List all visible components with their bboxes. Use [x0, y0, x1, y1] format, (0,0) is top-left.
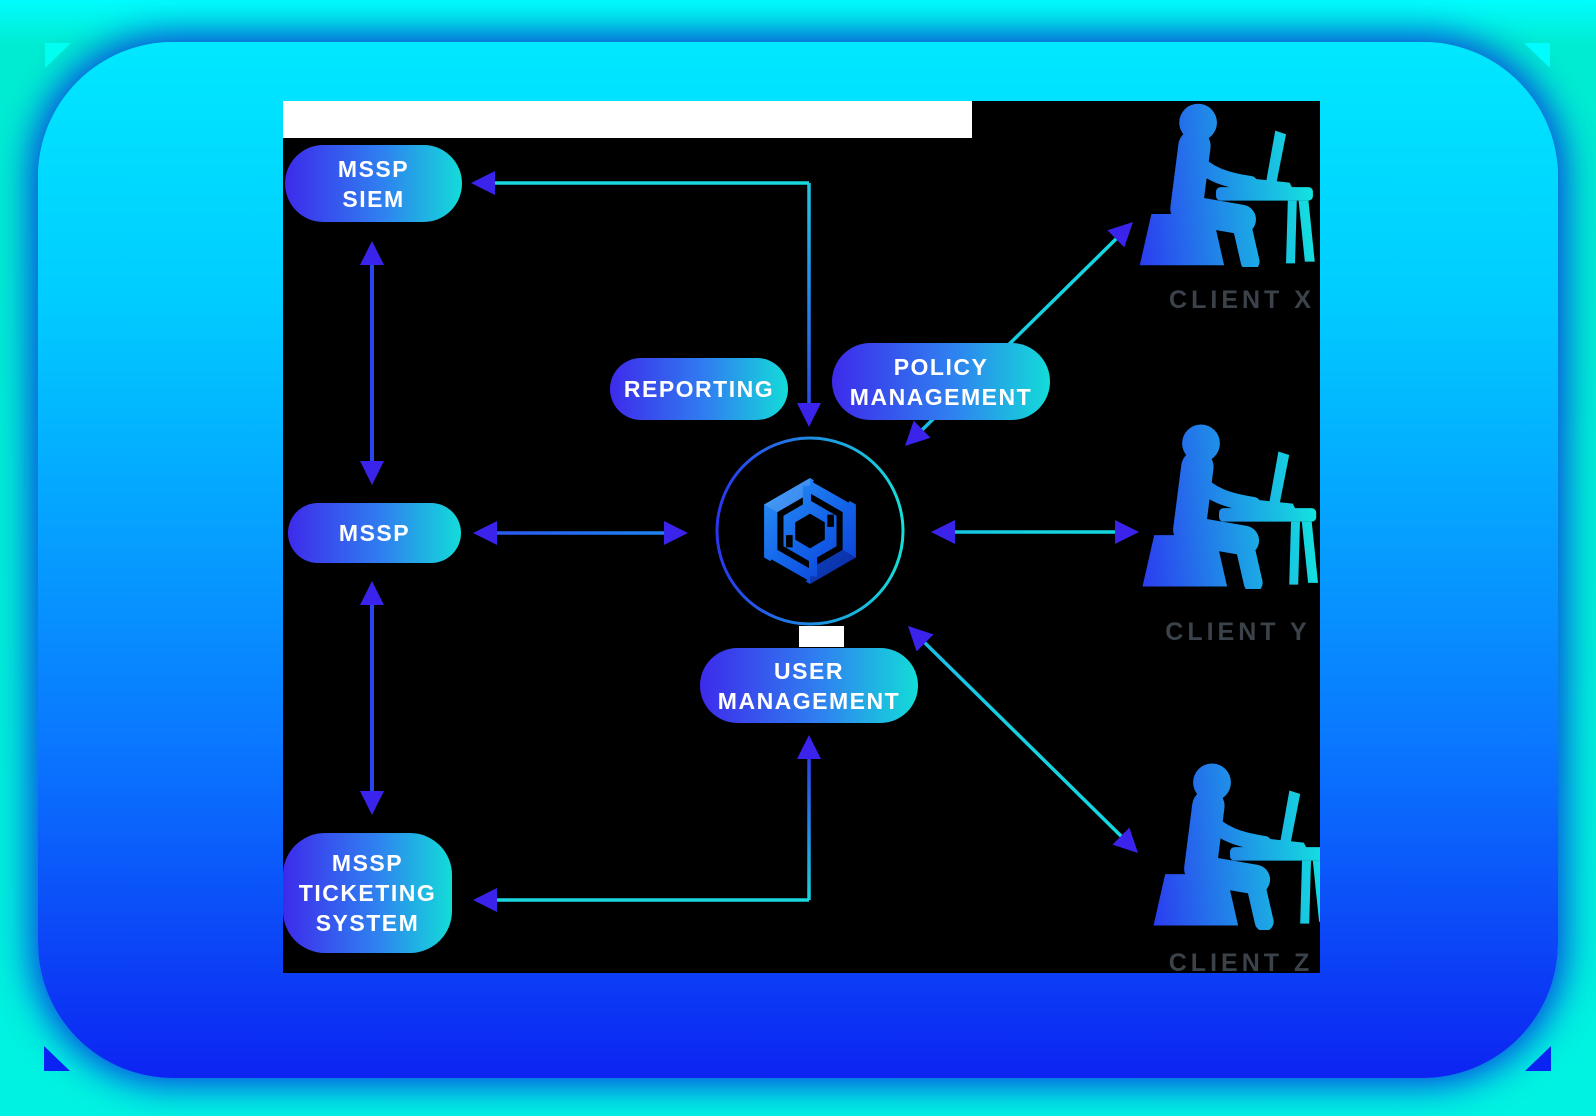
node-user-management: USER MANAGEMENT: [700, 648, 918, 723]
small-white-patch: [799, 626, 844, 647]
arrow-mssp-circle: [473, 521, 688, 545]
node-label-line: MSSP: [331, 850, 404, 876]
node-label-line: USER: [774, 657, 844, 684]
node-label-line: SIEM: [342, 185, 405, 212]
arrow-user-ticketing: [473, 735, 821, 912]
diagram-canvas: MSSP SIEM MSSP MSSP TICKETING SYSTEM REP…: [283, 101, 1320, 973]
node-label-line: TICKETING: [298, 880, 437, 906]
arrow-circle-client-z: [908, 626, 1138, 853]
top-white-bar: [283, 101, 972, 138]
arrow-siem-mssp: [360, 241, 384, 485]
arrow-mssp-ticketing: [360, 581, 384, 815]
hexagon-cube-logo-icon: [764, 477, 856, 585]
node-label-line: SYSTEM: [315, 910, 420, 936]
node-label-line: REPORTING: [623, 376, 775, 402]
node-label-line: MANAGEMENT: [849, 383, 1033, 410]
node-label-line: POLICY: [893, 353, 989, 380]
connector-lines: [360, 171, 1139, 912]
corner-accent-bottom-right: [1525, 1046, 1551, 1071]
arrow-circle-client-y: [931, 520, 1139, 544]
client-z-label: CLIENT Z: [1168, 949, 1314, 973]
node-policy-management: POLICY MANAGEMENT: [832, 343, 1050, 420]
node-mssp: MSSP: [288, 503, 461, 563]
person-at-desk-icon: [1153, 763, 1320, 930]
center-circle-ring: [715, 436, 905, 626]
node-label-line: MANAGEMENT: [717, 687, 901, 714]
client-y-label: CLIENT Y: [1165, 618, 1311, 646]
person-at-desk-icon: [1142, 424, 1318, 589]
corner-accent-bottom-left: [44, 1046, 70, 1071]
node-label-line: MSSP: [338, 520, 411, 546]
node-mssp-siem: MSSP SIEM: [285, 145, 462, 222]
client-x-label: CLIENT X: [1169, 286, 1315, 314]
arrow-circle-siem: [471, 171, 821, 427]
corner-accent-top-right: [1524, 43, 1550, 68]
node-mssp-ticketing-system: MSSP TICKETING SYSTEM: [283, 833, 452, 953]
node-reporting: REPORTING: [610, 358, 788, 420]
corner-accent-top-left: [45, 43, 71, 68]
person-at-desk-icon: [1139, 103, 1315, 267]
node-label-line: MSSP: [337, 155, 410, 182]
